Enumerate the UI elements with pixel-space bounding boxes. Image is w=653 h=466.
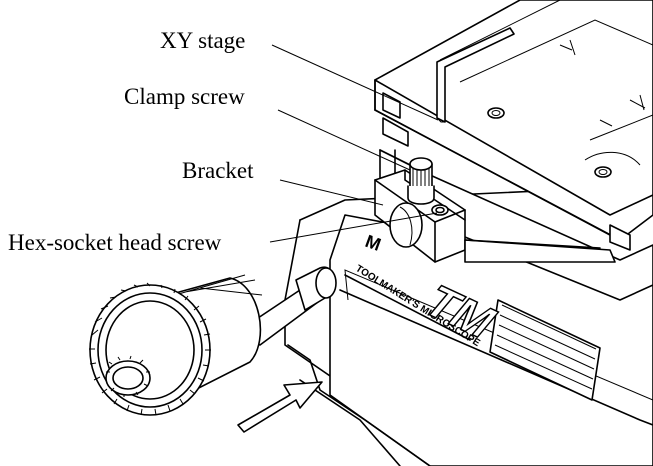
micrometer-head	[89, 266, 337, 416]
label-xy-stage: XY stage	[160, 28, 245, 53]
push-direction-arrow	[237, 381, 323, 433]
leader-lines	[269, 44, 439, 243]
hex-socket-head-screw	[431, 204, 449, 216]
label-hex-socket-head-screw: Hex-socket head screw	[8, 230, 222, 255]
label-bracket: Bracket	[182, 158, 254, 183]
label-clamp-screw: Clamp screw	[124, 84, 245, 109]
clamp-screw	[407, 157, 435, 205]
bracket-letter: M	[363, 231, 384, 255]
